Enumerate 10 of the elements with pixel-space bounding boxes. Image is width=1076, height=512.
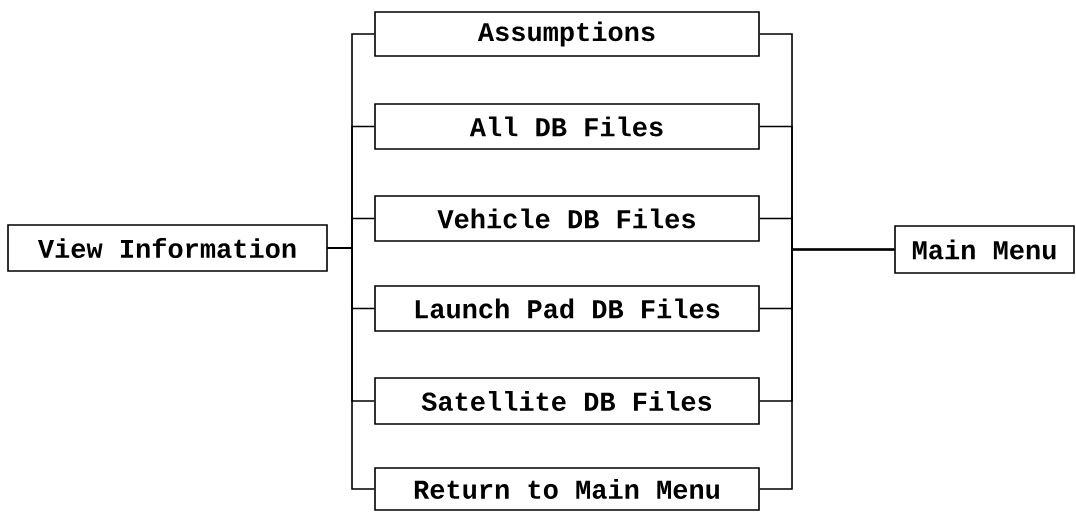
menu-box: Satellite DB Files	[374, 377, 760, 425]
menu-box: View Information	[7, 224, 328, 272]
menu-box: Assumptions	[374, 11, 760, 57]
connector-line	[759, 248, 895, 490]
connector-line	[327, 247, 375, 490]
menu-box: Vehicle DB Files	[374, 195, 760, 242]
menu-box: Launch Pad DB Files	[374, 285, 760, 332]
menu-box: Main Menu	[894, 225, 1075, 274]
menu-box: Return to Main Menu	[374, 467, 760, 511]
menu-box: All DB Files	[374, 103, 760, 150]
